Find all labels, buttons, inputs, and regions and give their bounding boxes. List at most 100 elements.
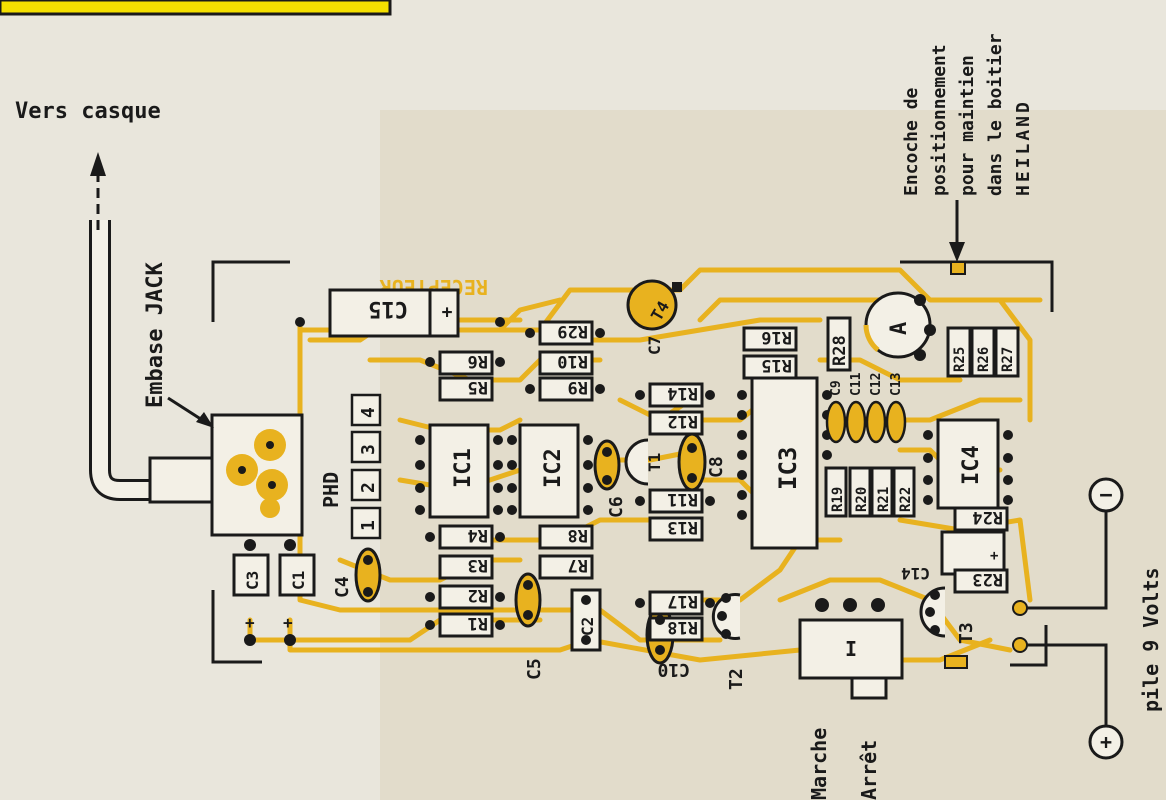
- svg-text:R6: R6: [468, 351, 488, 371]
- encoche-line-2: positionnement: [929, 44, 950, 196]
- svg-text:+: +: [990, 548, 998, 564]
- embase-jack-label: Embase JACK: [143, 262, 168, 408]
- phd-label: PHD: [319, 472, 343, 508]
- svg-text:R11: R11: [667, 489, 698, 509]
- svg-text:R29: R29: [557, 321, 588, 341]
- ic-pins: [415, 390, 1013, 520]
- svg-text:R14: R14: [667, 383, 698, 403]
- svg-text:R25: R25: [952, 347, 968, 372]
- encoche-line-4: dans le boitier: [985, 33, 1006, 196]
- battery-minus-terminal: [1088, 477, 1124, 513]
- pile-label: pile 9 Volts: [1139, 568, 1163, 713]
- ic4: IC4: [936, 418, 1000, 510]
- svg-text:R1: R1: [468, 613, 488, 633]
- svg-text:C12: C12: [869, 373, 884, 396]
- capacitor-c4: C4: [332, 547, 382, 603]
- svg-text:+: +: [1100, 730, 1112, 754]
- svg-text:R27: R27: [1000, 347, 1016, 372]
- vers-casque-label: Vers casque: [15, 99, 161, 124]
- svg-text:R26: R26: [976, 347, 992, 372]
- svg-text:C11: C11: [849, 372, 864, 396]
- capacitor-c1: C1 +: [278, 553, 316, 632]
- svg-text:3: 3: [358, 444, 379, 455]
- svg-text:C2: C2: [578, 617, 597, 636]
- svg-text:+: +: [245, 613, 255, 632]
- svg-text:R7: R7: [568, 555, 588, 575]
- power-switch: I Marche Arrêt: [798, 598, 904, 800]
- svg-text:−: −: [1099, 483, 1112, 508]
- svg-text:+: +: [283, 613, 293, 632]
- svg-text:R10: R10: [557, 351, 588, 371]
- svg-text:C4: C4: [332, 576, 353, 598]
- arrow-down-icon: [949, 242, 965, 262]
- svg-text:C8: C8: [706, 456, 727, 478]
- resistor-labels: R6 R5 R4 R3 R2 R1 R29 R10 R9 R8 R7 R14 R…: [468, 321, 1016, 637]
- svg-text:R12: R12: [667, 411, 698, 431]
- svg-text:C13: C13: [889, 373, 904, 396]
- svg-text:IC3: IC3: [774, 447, 802, 490]
- svg-text:IC1: IC1: [451, 448, 476, 488]
- svg-text:R2: R2: [468, 585, 488, 605]
- transistor-t2: T2: [711, 593, 747, 690]
- pointer-arrow-icon: [196, 412, 214, 428]
- svg-text:C15: C15: [368, 296, 408, 321]
- svg-text:R23: R23: [972, 569, 1003, 589]
- svg-text:R18: R18: [667, 617, 698, 637]
- ic3: IC3: [750, 376, 819, 550]
- transistor-t1: T1: [624, 438, 664, 486]
- capacitor-c3: C3 +: [232, 553, 270, 632]
- svg-text:C7: C7: [645, 336, 664, 355]
- capacitor-c15: + C15: [328, 288, 460, 338]
- encoche-line-5: HEILAND: [1013, 99, 1034, 196]
- svg-text:C14: C14: [901, 564, 930, 583]
- svg-text:R21: R21: [876, 487, 892, 512]
- jack-socket: [167, 396, 304, 537]
- svg-text:R4: R4: [468, 525, 488, 545]
- svg-text:T2: T2: [726, 668, 747, 690]
- arret-label: Arrêt: [857, 740, 881, 800]
- jack-cable: [88, 152, 214, 504]
- transistor-t4: T4: [626, 279, 682, 331]
- svg-text:C10: C10: [657, 659, 690, 680]
- resistors: [438, 316, 1020, 642]
- svg-text:C5: C5: [524, 658, 545, 680]
- svg-text:A: A: [887, 322, 912, 335]
- svg-text:C1: C1: [289, 571, 308, 590]
- phd-photodiode: 4 3 2 1: [350, 393, 382, 540]
- svg-text:C6: C6: [606, 496, 627, 518]
- svg-text:R28: R28: [830, 335, 850, 366]
- capacitor-c7: C7: [645, 336, 664, 355]
- svg-text:4: 4: [358, 407, 379, 418]
- svg-text:R3: R3: [468, 555, 488, 575]
- svg-text:R22: R22: [898, 487, 914, 512]
- svg-text:R5: R5: [468, 377, 488, 397]
- svg-text:R15: R15: [761, 355, 792, 375]
- capacitor-c6: C6: [593, 439, 627, 518]
- battery-plus-terminal: [1088, 724, 1124, 760]
- svg-text:T1: T1: [645, 453, 664, 472]
- ic2: IC2: [518, 423, 580, 519]
- svg-text:2: 2: [358, 482, 379, 493]
- battery-connection: − + pile 9 Volts: [944, 477, 1163, 760]
- svg-text:T3: T3: [956, 622, 977, 644]
- svg-text:R24: R24: [972, 507, 1003, 527]
- marche-label: Marche: [807, 728, 831, 800]
- transistor-t3: T3: [919, 586, 977, 644]
- header-yellow-tab: [0, 0, 392, 16]
- ic1: IC1: [428, 423, 490, 519]
- encoche-line-1: Encoche de: [901, 87, 922, 196]
- svg-text:R20: R20: [854, 487, 870, 512]
- solder-pads: [244, 317, 715, 655]
- svg-text:+: +: [442, 302, 453, 323]
- svg-text:R13: R13: [667, 517, 698, 537]
- svg-text:R17: R17: [667, 591, 698, 611]
- encoche-line-3: pour maintien: [957, 55, 978, 196]
- svg-text:R9: R9: [568, 377, 588, 397]
- svg-text:C9: C9: [829, 380, 844, 396]
- capacitor-c5: C5: [514, 572, 545, 680]
- arrow-up-icon: [90, 152, 106, 176]
- capacitors-c9-c13: C9 C11 C12 C13: [825, 372, 907, 444]
- svg-text:IC2: IC2: [541, 448, 566, 488]
- svg-text:R19: R19: [830, 487, 846, 512]
